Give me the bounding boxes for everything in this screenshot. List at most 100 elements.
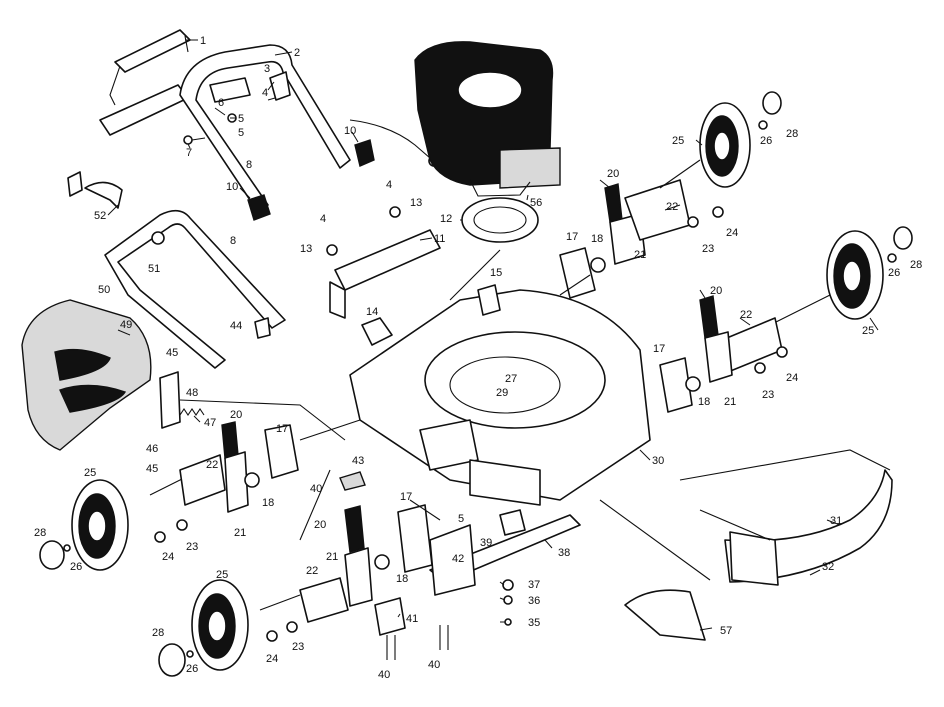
callout-51: 51: [148, 263, 160, 275]
callout-45: 45: [146, 463, 158, 475]
callout-50: 50: [98, 284, 110, 296]
callout-21: 21: [326, 551, 338, 563]
part-43: [339, 471, 366, 491]
callout-35: 35: [528, 617, 540, 629]
callout-47: 47: [204, 417, 216, 429]
part-17-bottom: [397, 504, 433, 573]
callout-40: 40: [428, 659, 440, 671]
part-24-bolt-left: [154, 531, 166, 543]
callout-24: 24: [162, 551, 174, 563]
part-22-bottom: [299, 577, 349, 623]
leader-lines: [107, 39, 879, 631]
part-24-bolt-bottom: [266, 630, 278, 642]
callout-26: 26: [888, 267, 900, 279]
callout-48: 48: [186, 387, 198, 399]
part-upper-bail: [99, 29, 191, 136]
axle-bottom: [259, 594, 301, 611]
callout-5: 5: [238, 127, 244, 139]
part-50-lower-handle: [104, 209, 286, 369]
part-23-washer-top: [687, 216, 699, 228]
callout-10: 10: [226, 181, 238, 193]
part-25-wheel-top: [699, 102, 751, 188]
callout-2: 2: [294, 47, 300, 59]
callout-13: 13: [410, 197, 422, 209]
part-51-knob: [151, 231, 165, 245]
callout-56: 56: [530, 197, 542, 209]
callout-18: 18: [698, 396, 710, 408]
callout-24: 24: [786, 372, 798, 384]
part-31-rear-guard: [724, 469, 893, 586]
callout-20: 20: [230, 409, 242, 421]
part-10-lower: [247, 194, 271, 221]
callout-13: 13: [300, 243, 312, 255]
callout-18: 18: [396, 573, 408, 585]
part-37-washer: [502, 579, 514, 591]
part-18-bottom: [374, 554, 390, 570]
part-28-cap-mid: [893, 226, 913, 250]
callout-25: 25: [216, 569, 228, 581]
part-20-mid: [699, 295, 719, 339]
part-21-left: [224, 451, 249, 513]
callout-32: 32: [822, 561, 834, 573]
part-39-adapter: [499, 509, 526, 536]
part-20-upper: [604, 183, 623, 223]
part-10-upper: [354, 139, 375, 167]
part-28-cap-left: [39, 540, 65, 570]
part-48-bracket: [159, 371, 181, 429]
part-21-mid: [704, 331, 733, 383]
part-40-bolts-right: [439, 625, 449, 650]
part-upper-handle: [179, 44, 351, 213]
part-23-washer-mid: [754, 362, 766, 374]
callout-18: 18: [262, 497, 274, 509]
callout-24: 24: [726, 227, 738, 239]
callout-21: 21: [724, 396, 736, 408]
callout-21: 21: [234, 527, 246, 539]
part-44: [254, 317, 271, 339]
callout-14: 14: [366, 306, 378, 318]
part-47-spring: [179, 408, 205, 416]
part-56-engine: [414, 41, 561, 197]
callout-17: 17: [276, 423, 288, 435]
callout-5: 5: [238, 113, 244, 125]
callout-17: 17: [653, 343, 665, 355]
part-41-bracket: [374, 597, 406, 636]
callout-31: 31: [830, 515, 842, 527]
callout-8: 8: [230, 235, 236, 247]
callout-23: 23: [702, 243, 714, 255]
part-7-bolt: [183, 135, 206, 145]
part-24-bolt-mid: [776, 346, 788, 358]
callout-29: 29: [496, 387, 508, 399]
callout-27: 27: [505, 373, 517, 385]
callout-45: 45: [166, 347, 178, 359]
part-18-upper: [590, 257, 606, 273]
callout-4: 4: [262, 87, 268, 99]
callout-22: 22: [306, 565, 318, 577]
callout-23: 23: [292, 641, 304, 653]
part-35-bolt: [504, 618, 512, 626]
callout-4: 4: [320, 213, 326, 225]
callout-26: 26: [186, 663, 198, 675]
part-18-left: [244, 472, 260, 488]
part-25-wheel-left: [71, 479, 129, 571]
part-26-hubcap-top: [758, 120, 768, 130]
part-3: [269, 71, 291, 101]
callout-21: 21: [634, 249, 646, 261]
part-23-washer-bottom: [286, 621, 298, 633]
part-12-ring: [461, 197, 539, 243]
callout-39: 39: [480, 537, 492, 549]
part-14-bracket: [361, 317, 393, 346]
part-57: [624, 589, 706, 641]
part-30-deck: [349, 289, 651, 506]
callout-44: 44: [230, 320, 242, 332]
part-25-wheel-mid: [826, 230, 884, 320]
callout-10: 10: [344, 125, 356, 137]
part-13-clip-lower: [326, 244, 338, 256]
callout-7: 7: [186, 147, 192, 159]
callout-26: 26: [70, 561, 82, 573]
callout-25: 25: [672, 135, 684, 147]
assembly-lines: [179, 249, 891, 581]
callout-37: 37: [528, 579, 540, 591]
callout-12: 12: [440, 213, 452, 225]
callout-18: 18: [591, 233, 603, 245]
callout-22: 22: [740, 309, 752, 321]
